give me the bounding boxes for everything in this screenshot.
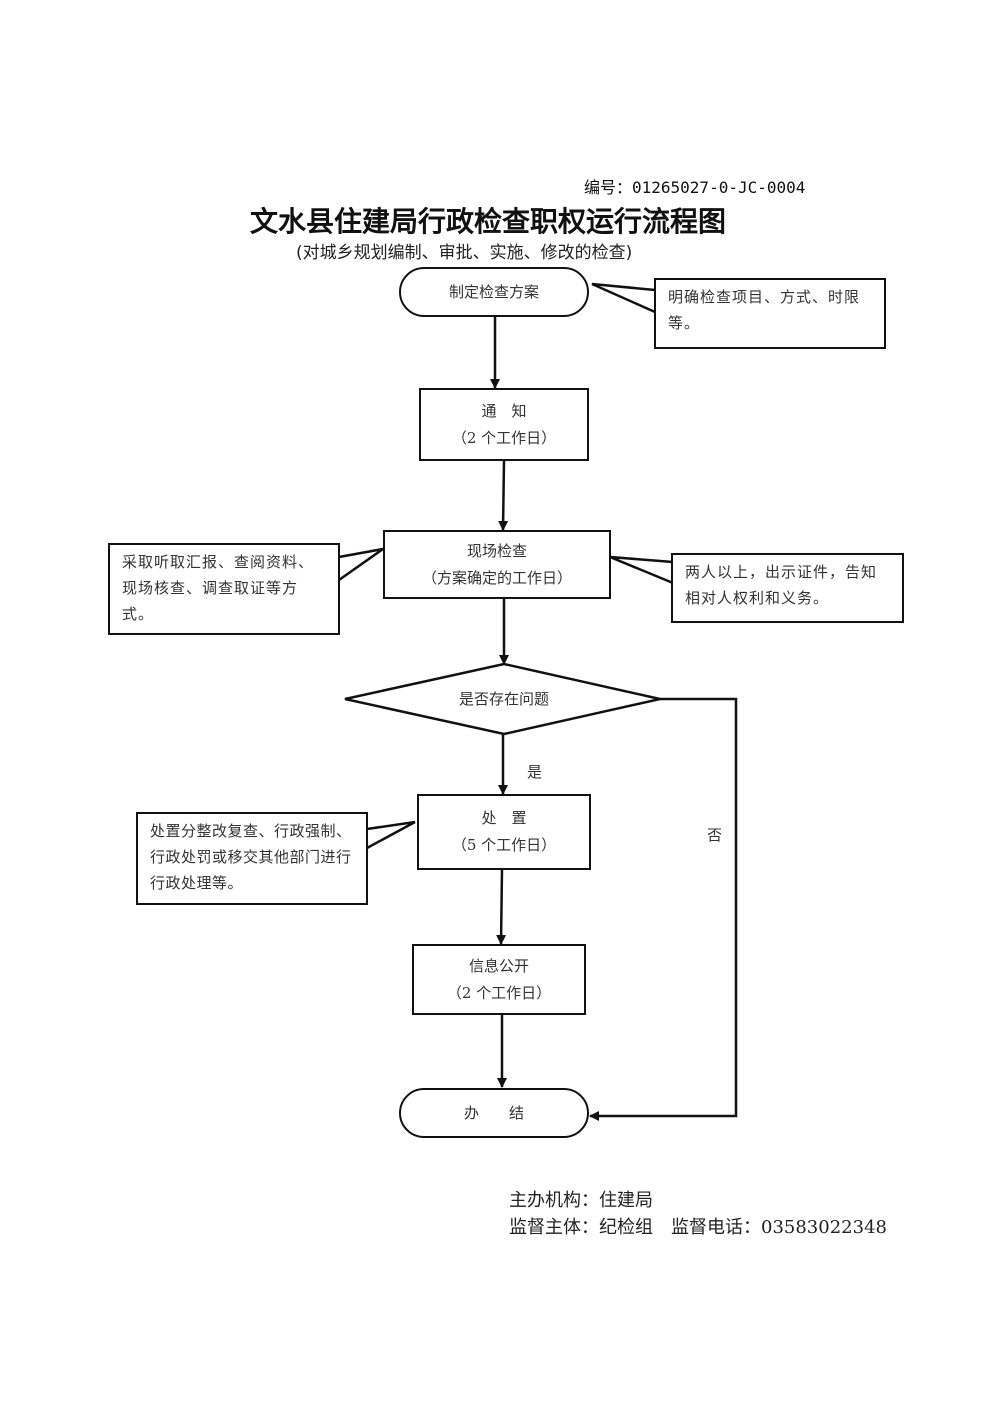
organizer-text: 主办机构：住建局 (509, 1190, 653, 1211)
arrow-notify-to-inspect (498, 459, 509, 531)
page-title: 文水县住建局行政检查职权运行流程图 (0, 200, 992, 240)
inspect-left-note: 采取听取汇报、查阅资料、现场核查、调查取证等方式。 (108, 543, 340, 635)
handle-label: 处 置 (481, 809, 527, 827)
yes-label: 是 (527, 763, 543, 781)
inspect-duration: （方案确定的工作日） (421, 568, 572, 587)
callout-inspect-right (609, 555, 674, 585)
inspect-node: 现场检查 （方案确定的工作日） (383, 530, 611, 599)
callout-start-note (591, 282, 656, 314)
arrow-handle-to-publish (496, 868, 507, 945)
decision-diamond (344, 662, 661, 736)
no-label: 否 (707, 826, 723, 844)
handle-note: 处置分整改复查、行政强制、行政处罚或移交其他部门进行行政处理等。 (136, 812, 368, 905)
inspect-right-note: 两人以上，出示证件，告知相对人权利和义务。 (671, 553, 904, 623)
handle-duration: （5 个工作日） (451, 836, 557, 854)
publish-label: 信息公开 (468, 956, 529, 975)
end-label: 办 结 (463, 1103, 524, 1122)
publish-node: 信息公开 （2 个工作日） (412, 944, 586, 1015)
callout-inspect-left (338, 547, 384, 582)
start-note: 明确检查项目、方式、时限等。 (654, 278, 886, 349)
inspect-label: 现场检查 (466, 541, 527, 560)
page-title-text: 文水县住建局行政检查职权运行流程图 (249, 205, 726, 238)
publish-duration: （2 个工作日） (446, 983, 552, 1002)
handle-node: 处 置 （5 个工作日） (417, 794, 591, 870)
arrow-no-branch (589, 697, 738, 1121)
notify-node: 通 知 （2 个工作日） (419, 388, 589, 461)
start-node: 制定检查方案 (399, 267, 589, 317)
callout-handle-note (366, 820, 416, 850)
page-subtitle: (对城乡规划编制、审批、实施、修改的检查) (296, 243, 633, 263)
end-node: 办 结 (399, 1088, 589, 1138)
supervisor-text: 监督主体：纪检组 监督电话：03583022348 (509, 1217, 887, 1238)
start-label: 制定检查方案 (448, 282, 539, 301)
decision-label: 是否存在问题 (458, 690, 549, 708)
notify-label: 通 知 (481, 401, 527, 420)
document-number: 编号：01265027-0-JC-0004 (584, 178, 806, 197)
notify-duration: （2 个工作日） (451, 428, 557, 447)
